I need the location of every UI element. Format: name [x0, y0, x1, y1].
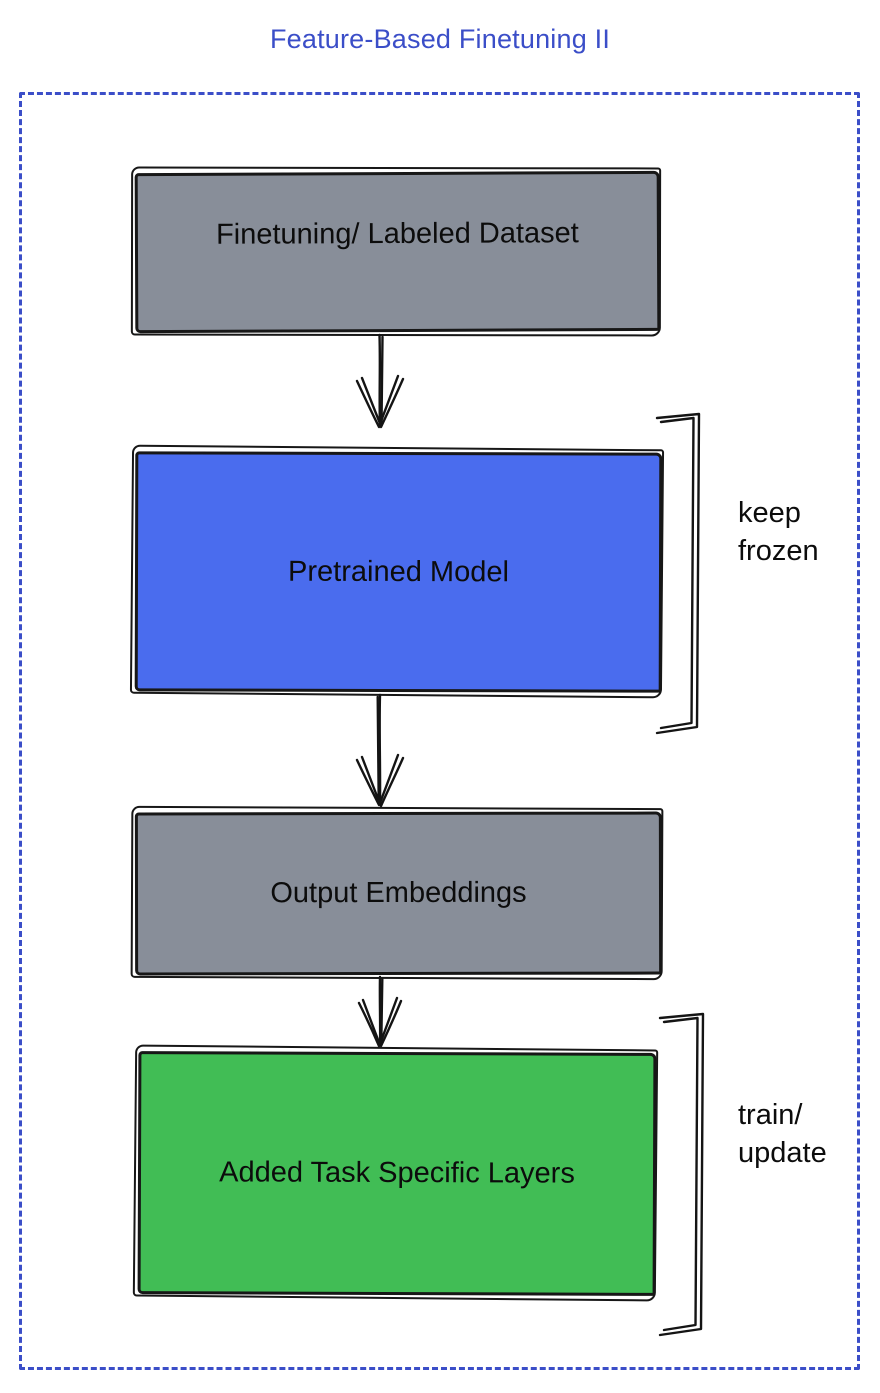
node-output-embeddings: Output Embeddings: [134, 811, 663, 976]
diagram-boundary-frame: [19, 92, 860, 1370]
node-added-task-specific-layers-label: Added Task Specific Layers: [219, 1156, 575, 1190]
annotation-keep-frozen: keep frozen: [738, 497, 819, 567]
node-finetuning-dataset-label: Finetuning/ Labeled Dataset: [215, 216, 579, 251]
node-pretrained-model-label: Pretrained Model: [288, 555, 509, 588]
node-output-embeddings-label: Output Embeddings: [270, 876, 527, 910]
node-added-task-specific-layers: Added Task Specific Layers: [137, 1051, 657, 1296]
node-finetuning-dataset: Finetuning/ Labeled Dataset: [134, 170, 661, 334]
diagram-title: Feature-Based Finetuning II: [269, 24, 611, 54]
node-pretrained-model: Pretrained Model: [134, 451, 663, 693]
annotation-train-update: train/ update: [738, 1099, 827, 1169]
